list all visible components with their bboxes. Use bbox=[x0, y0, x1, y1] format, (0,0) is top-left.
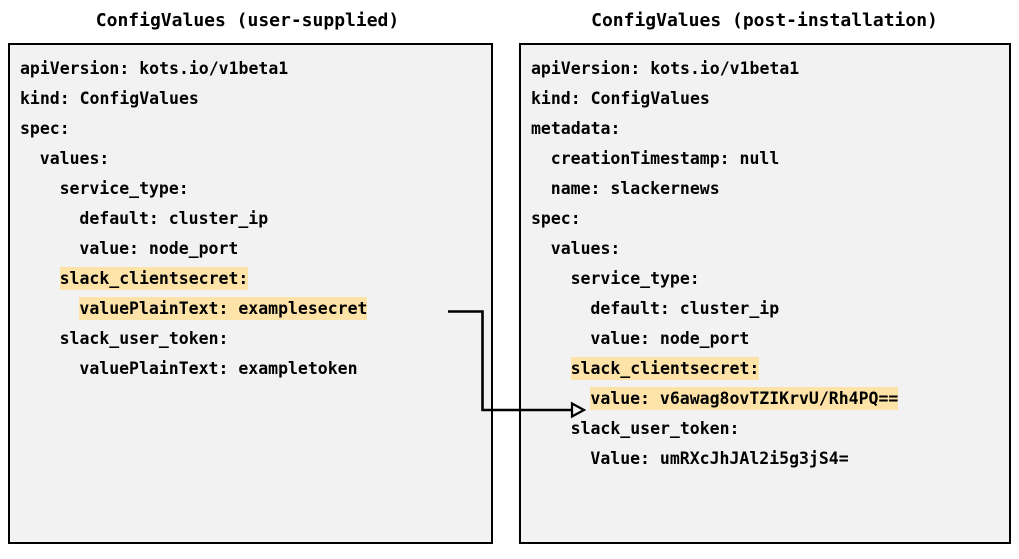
code-text: kind: ConfigValues bbox=[531, 89, 710, 108]
panel-user-supplied: ConfigValues (user-supplied) apiVersion:… bbox=[0, 0, 495, 559]
code-line: values: bbox=[20, 144, 491, 174]
highlighted-code-text: value: v6awag8ovTZIKrvU/Rh4PQ== bbox=[590, 387, 899, 410]
code-line: values: bbox=[531, 234, 1009, 264]
code-line: slack_user_token: bbox=[20, 324, 491, 354]
code-box-user-supplied: apiVersion: kots.io/v1beta1 kind: ConfigV… bbox=[8, 43, 493, 544]
code-line: Value: umRXcJhJAl2i5g3jS4= bbox=[531, 444, 1009, 474]
code-line: service_type: bbox=[20, 174, 491, 204]
code-text: metadata: bbox=[531, 119, 621, 138]
highlighted-code-text: slack_clientsecret: bbox=[570, 357, 760, 380]
code-lines-user-supplied: apiVersion: kots.io/v1beta1 kind: ConfigV… bbox=[20, 54, 491, 384]
code-line: default: cluster_ip bbox=[20, 204, 491, 234]
panel-title-post-installation: ConfigValues (post-installation) bbox=[591, 10, 938, 31]
code-line: kind: ConfigValues bbox=[531, 84, 1009, 114]
code-line: slack_clientsecret: bbox=[531, 354, 1009, 384]
highlighted-code-text: valuePlainText: examplesecret bbox=[79, 297, 368, 320]
code-text: kind: ConfigValues bbox=[20, 89, 199, 108]
code-text: service_type: bbox=[59, 179, 189, 198]
code-line: default: cluster_ip bbox=[531, 294, 1009, 324]
code-line: service_type: bbox=[531, 264, 1009, 294]
code-text: spec: bbox=[20, 119, 70, 138]
code-box-post-installation: apiVersion: kots.io/v1beta1 kind: ConfigV… bbox=[519, 43, 1011, 544]
code-text: value: node_port bbox=[79, 239, 239, 258]
code-text: creationTimestamp: null bbox=[550, 149, 780, 168]
code-lines-post-installation: apiVersion: kots.io/v1beta1 kind: ConfigV… bbox=[531, 54, 1009, 474]
code-line: spec: bbox=[531, 204, 1009, 234]
code-line: kind: ConfigValues bbox=[20, 84, 491, 114]
code-line: valuePlainText: exampletoken bbox=[20, 354, 491, 384]
code-text: Value: umRXcJhJAl2i5g3jS4= bbox=[590, 449, 849, 468]
code-text: slack_user_token: bbox=[570, 419, 740, 438]
code-line: slack_user_token: bbox=[531, 414, 1009, 444]
code-text: apiVersion: kots.io/v1beta1 bbox=[531, 59, 800, 78]
code-line: value: v6awag8ovTZIKrvU/Rh4PQ== bbox=[531, 384, 1009, 414]
code-text: default: cluster_ip bbox=[79, 209, 269, 228]
code-text: values: bbox=[550, 239, 621, 258]
code-line: apiVersion: kots.io/v1beta1 bbox=[20, 54, 491, 84]
code-text: slack_user_token: bbox=[59, 329, 229, 348]
highlighted-code-text: slack_clientsecret: bbox=[59, 267, 249, 290]
code-text: valuePlainText: exampletoken bbox=[79, 359, 358, 378]
code-line: apiVersion: kots.io/v1beta1 bbox=[531, 54, 1009, 84]
code-line: metadata: bbox=[531, 114, 1009, 144]
code-text: service_type: bbox=[570, 269, 700, 288]
code-line: slack_clientsecret: bbox=[20, 264, 491, 294]
code-text: default: cluster_ip bbox=[590, 299, 780, 318]
code-text: value: node_port bbox=[590, 329, 750, 348]
code-text: values: bbox=[39, 149, 110, 168]
code-line: creationTimestamp: null bbox=[531, 144, 1009, 174]
code-line: value: node_port bbox=[531, 324, 1009, 354]
code-line: spec: bbox=[20, 114, 491, 144]
code-line: value: node_port bbox=[20, 234, 491, 264]
panel-post-installation: ConfigValues (post-installation) apiVers… bbox=[510, 0, 1019, 559]
panel-title-user-supplied: ConfigValues (user-supplied) bbox=[95, 10, 400, 31]
code-text: apiVersion: kots.io/v1beta1 bbox=[20, 59, 289, 78]
code-text: name: slackernews bbox=[550, 179, 720, 198]
code-line: valuePlainText: examplesecret bbox=[20, 294, 491, 324]
code-line: name: slackernews bbox=[531, 174, 1009, 204]
code-text: spec: bbox=[531, 209, 581, 228]
